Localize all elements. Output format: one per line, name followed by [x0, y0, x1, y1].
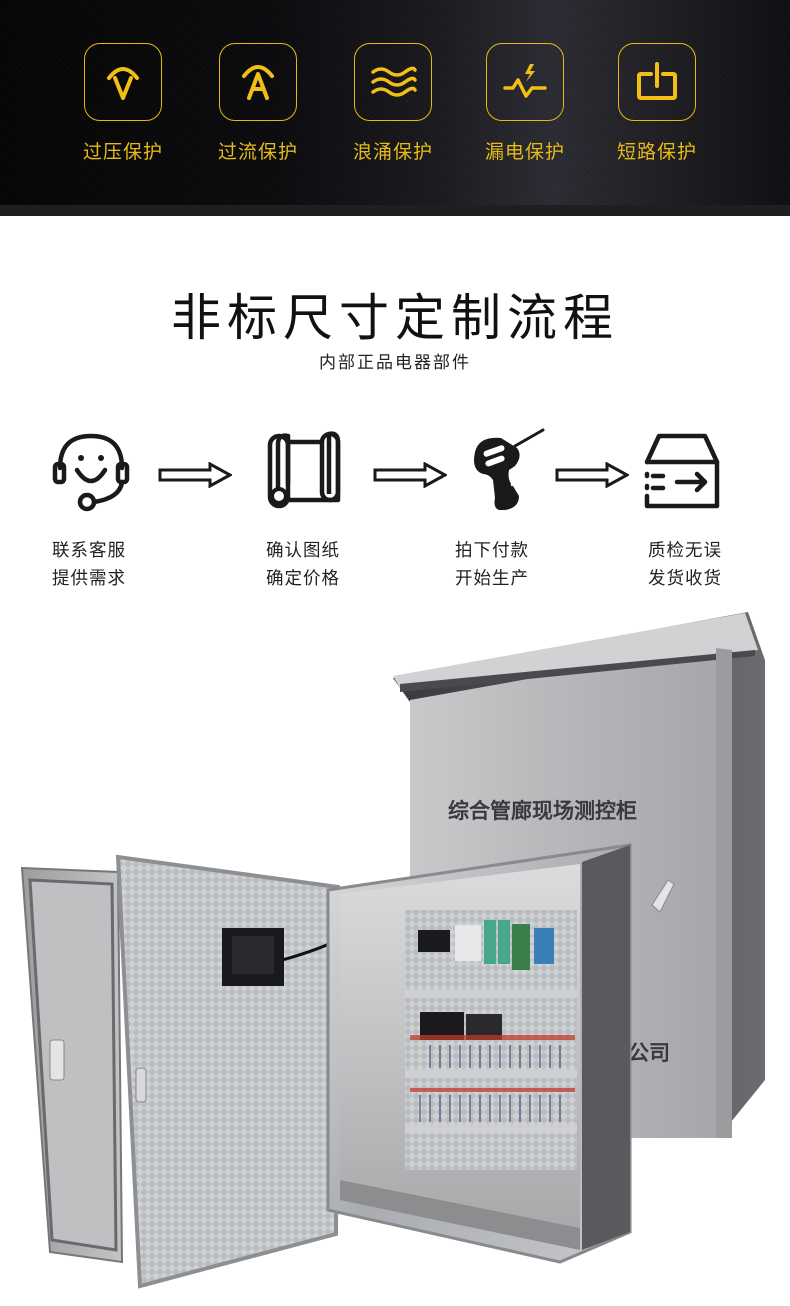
step-arrow-icon — [158, 461, 234, 489]
section-subtitle: 内部正品电器部件 — [319, 353, 471, 373]
step-3-text: 拍下付款 开始生产 — [427, 537, 557, 593]
short-circuit-power-icon — [618, 43, 696, 121]
step-4-line1: 质检无误 — [648, 541, 722, 561]
overvoltage-v-icon — [84, 43, 162, 121]
step-3-line1: 拍下付款 — [455, 541, 529, 561]
company-label-text: 公司 — [628, 1041, 670, 1065]
section-title: 非标尺寸定制流程 — [171, 289, 619, 347]
step-2-line2: 确定价格 — [266, 569, 340, 589]
left-door — [20, 866, 124, 1264]
step-2-line1: 确认图纸 — [266, 541, 340, 561]
protection-banner — [0, 0, 790, 205]
product-photo-cabinets: 综合管廊现场测控柜 公司 — [20, 612, 765, 1289]
delivery-box-icon — [641, 428, 723, 514]
step-1-line1: 联系客服 — [52, 541, 126, 561]
protection-label: 过流保护 — [217, 141, 298, 163]
protection-item-overcurrent: 过流保护 — [213, 43, 303, 164]
protection-item-overvoltage: 过压保护 — [78, 43, 168, 164]
step-4-line2: 发货收货 — [648, 569, 722, 589]
step-2-text: 确认图纸 确定价格 — [238, 537, 368, 593]
drill-icon — [465, 428, 547, 514]
step-4-text: 质检无误 发货收货 — [620, 537, 750, 593]
protection-label: 过压保护 — [82, 141, 163, 163]
protection-item-short-circuit: 短路保护 — [612, 43, 702, 164]
protection-label: 浪涌保护 — [352, 141, 433, 163]
banner-divider — [0, 205, 790, 216]
step-arrow-icon — [555, 461, 631, 489]
cabinet-label-text: 综合管廊现场测控柜 — [448, 799, 637, 823]
step-1-text: 联系客服 提供需求 — [24, 537, 154, 593]
inner-door — [115, 854, 401, 1289]
protection-label: 短路保护 — [616, 141, 697, 163]
step-arrow-icon — [373, 461, 449, 489]
protection-label: 漏电保护 — [484, 141, 565, 163]
overcurrent-a-icon — [219, 43, 297, 121]
blueprint-scroll-icon — [262, 428, 344, 514]
protection-item-surge: 浪涌保护 — [348, 43, 438, 164]
customer-service-headset-icon — [50, 428, 132, 514]
leakage-lightning-icon — [486, 43, 564, 121]
step-1-line2: 提供需求 — [52, 569, 126, 589]
surge-waves-icon — [354, 43, 432, 121]
open-cabinet — [326, 843, 632, 1264]
step-3-line2: 开始生产 — [455, 569, 529, 589]
protection-item-leakage: 漏电保护 — [480, 43, 570, 164]
